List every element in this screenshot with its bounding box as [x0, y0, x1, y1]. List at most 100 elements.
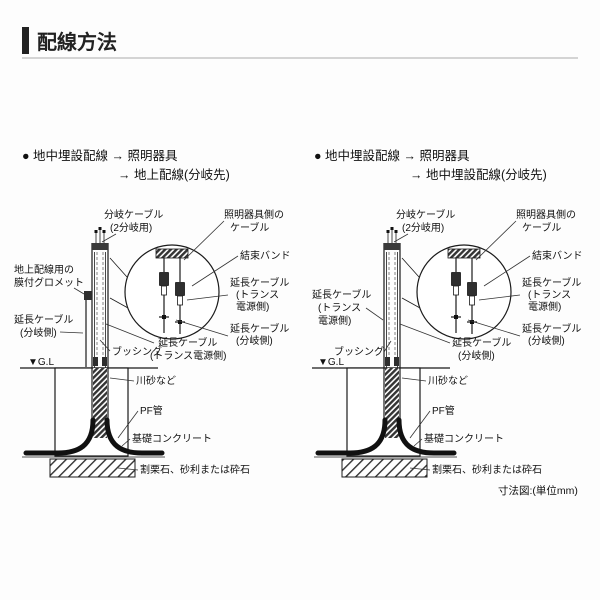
- left-labels: 分岐ケーブル (2分岐用) 照明器具側の ケーブル 結束バンド 延長ケーブル (…: [14, 208, 291, 476]
- right-labels: 分岐ケーブル (2分岐用) 照明器具側の ケーブル 結束バンド 延長ケーブル (…: [312, 208, 583, 476]
- label-extension-cable-branch: 延長ケーブル: [230, 322, 289, 335]
- label-river-sand: 川砂など: [428, 374, 468, 387]
- label-grommet: 地上配線用の: [14, 263, 74, 276]
- label-extension-cable-branch: 延長ケーブル: [522, 322, 581, 335]
- cable-connector-plug: [453, 285, 459, 296]
- cable-tie-mark: [178, 320, 182, 324]
- label-branch-cable: (2分岐用): [110, 221, 152, 234]
- cable-tie-mark: [162, 315, 166, 319]
- cable-tie-mark: [454, 315, 458, 319]
- label-extension-cable-transformer-left: 電源側): [318, 314, 351, 327]
- right-detail-circle: [401, 244, 512, 340]
- right-header-line1: ● 地中埋設配線 → 照明器具: [314, 148, 470, 163]
- river-sand-fill: [385, 368, 399, 438]
- label-pf-pipe: PF管: [140, 404, 163, 417]
- pole-cap: [92, 243, 108, 250]
- label-extension-cable-transformer: 延長ケーブル: [522, 276, 581, 289]
- label-branch-cable: 分岐ケーブル: [104, 208, 163, 221]
- label-extension-cable-branch: (分岐側): [236, 334, 273, 347]
- label-extension-cable-transformer: 延長ケーブル: [230, 276, 289, 289]
- left-pole: [84, 227, 109, 368]
- label-bushing: ブッシング: [112, 345, 162, 358]
- label-rubble: 割栗石、砂利または砕石: [432, 463, 542, 476]
- fixture-base: [155, 248, 189, 259]
- label-foundation: 基礎コンクリート: [132, 432, 212, 445]
- pf-pipe-left: [315, 417, 388, 456]
- rubble-layer: [49, 458, 136, 478]
- label-ground-level: ▼G.L: [318, 357, 344, 368]
- label-base-cable: 延長ケーブル: [452, 336, 511, 349]
- label-extension-cable-transformer: 電源側): [236, 300, 269, 313]
- left-diagram: 分岐ケーブル (2分岐用) 照明器具側の ケーブル 結束バンド 延長ケーブル (…: [14, 208, 291, 478]
- magnified-view-circle: [416, 244, 512, 340]
- bushing-fitting: [394, 357, 399, 366]
- cable-connector-plug: [177, 295, 183, 306]
- cable-connector-plug: [161, 285, 167, 296]
- branch-cable-tip: [390, 227, 394, 230]
- right-diagram: 分岐ケーブル (2分岐用) 照明器具側の ケーブル 結束バンド 延長ケーブル (…: [312, 208, 583, 478]
- left-header-line2: → 地上配線(分岐先): [118, 167, 230, 182]
- cable-tie-mark: [470, 320, 474, 324]
- cable-connector: [159, 272, 169, 286]
- membrane-grommet: [84, 291, 92, 300]
- label-cable-tie: 結束バンド: [240, 249, 291, 262]
- label-foundation: 基礎コンクリート: [424, 432, 504, 445]
- pf-pipe-right: [396, 417, 457, 456]
- left-underground: [20, 367, 165, 478]
- label-extension-cable-transformer: 電源側): [528, 300, 561, 313]
- branch-cable-tip: [386, 230, 390, 233]
- label-cable-tie: 結束バンド: [532, 249, 583, 262]
- label-grommet: 膜付グロメット: [14, 276, 84, 289]
- title-bar-mark: [22, 27, 29, 54]
- label-bushing: ブッシング: [334, 345, 384, 358]
- label-fixture-cable: ケーブル: [522, 221, 561, 234]
- label-fixture-cable: 照明器具側の: [224, 208, 284, 221]
- label-branch-cable: (2分岐用): [402, 221, 444, 234]
- label-branch-cable: 分岐ケーブル: [396, 208, 455, 221]
- left-header-line1: ● 地中埋設配線 → 照明器具: [22, 148, 178, 163]
- fixture-base: [447, 248, 481, 259]
- label-base-cable: (トランス電源側): [150, 349, 226, 362]
- right-header-line2: → 地中埋設配線(分岐先): [410, 167, 547, 182]
- river-sand-fill: [93, 368, 107, 438]
- cable-connector: [467, 282, 477, 296]
- label-rubble: 割栗石、砂利または砕石: [140, 463, 250, 476]
- left-leader-lines: [59, 220, 239, 471]
- bushing-fitting: [385, 357, 390, 366]
- label-river-sand: 川砂など: [136, 374, 176, 387]
- right-header: ● 地中埋設配線 → 照明器具 → 地中埋設配線(分岐先): [314, 148, 547, 182]
- label-extension-cable-transformer: (トランス: [528, 289, 571, 301]
- cable-connector-plug: [469, 295, 475, 306]
- left-detail-circle: [109, 244, 220, 340]
- label-fixture-cable: ケーブル: [230, 221, 269, 234]
- branch-cable-tip: [94, 230, 98, 233]
- label-base-cable: (分岐側): [458, 349, 495, 362]
- pf-pipe-left: [23, 417, 96, 456]
- cable-connector: [175, 282, 185, 296]
- label-extension-cable-transformer-left: 延長ケーブル: [312, 288, 371, 301]
- right-pole: [383, 227, 401, 368]
- branch-cable-tip: [394, 230, 398, 233]
- bushing-fitting: [102, 357, 107, 366]
- branch-cable-tip: [98, 227, 102, 230]
- page-title: 配線方法: [37, 30, 117, 54]
- branch-cable-tip: [102, 230, 106, 233]
- cable-connector: [451, 272, 461, 286]
- label-extension-cable-branch-left: (分岐側): [20, 326, 57, 339]
- pf-pipe-right: [104, 417, 165, 456]
- magnified-view-circle: [124, 244, 220, 340]
- bushing-fitting: [93, 357, 98, 366]
- label-pf-pipe: PF管: [432, 404, 455, 417]
- label-extension-cable-branch: (分岐側): [528, 334, 565, 347]
- left-header: ● 地中埋設配線 → 照明器具 → 地上配線(分岐先): [22, 148, 230, 182]
- label-base-cable: 延長ケーブル: [158, 336, 217, 349]
- label-ground-level: ▼G.L: [28, 357, 54, 368]
- dimension-note: 寸法図:(単位mm): [498, 484, 578, 497]
- label-fixture-cable: 照明器具側の: [516, 208, 576, 221]
- right-leader-lines: [365, 220, 531, 471]
- right-underground: [312, 367, 457, 478]
- label-extension-cable-transformer-left: (トランス: [318, 302, 361, 314]
- rubble-layer: [341, 458, 428, 478]
